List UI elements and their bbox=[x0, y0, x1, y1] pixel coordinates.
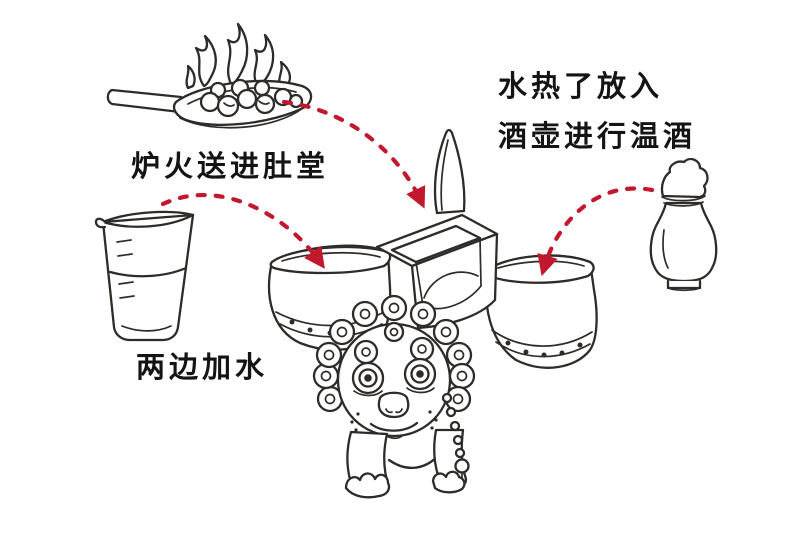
bead-strap bbox=[441, 392, 470, 478]
nose bbox=[377, 391, 410, 419]
label-warm-wine-line2: 酒壶进行温酒 bbox=[498, 121, 697, 153]
wine-jar-icon bbox=[649, 158, 718, 292]
jar-foot bbox=[666, 279, 702, 290]
chest-line bbox=[387, 454, 440, 469]
right-paw bbox=[431, 470, 466, 494]
mouth bbox=[369, 421, 419, 440]
eyes bbox=[351, 357, 437, 397]
forehead-curl bbox=[383, 321, 405, 343]
front-legs bbox=[344, 428, 468, 499]
beast-vessel-illustration bbox=[267, 128, 598, 499]
label-furnace: 炉火送进肚堂 bbox=[131, 151, 330, 183]
arrow-furnace-to-belly bbox=[281, 99, 426, 209]
lion-head bbox=[312, 294, 476, 440]
charcoal-lumps bbox=[199, 78, 304, 118]
whisker-dots bbox=[350, 410, 438, 432]
label-add-water: 两边加水 bbox=[136, 352, 269, 384]
fire-shovel-icon bbox=[106, 22, 313, 129]
vessel-handle-blade bbox=[433, 128, 466, 215]
mane-curls bbox=[312, 294, 476, 413]
jar-body bbox=[649, 201, 718, 283]
right-pot bbox=[484, 254, 598, 369]
measuring-ticks bbox=[116, 239, 135, 299]
brows bbox=[353, 336, 435, 365]
water-beaker-icon bbox=[94, 210, 195, 342]
arrow-water-to-left-pot bbox=[160, 193, 325, 269]
shovel-handle bbox=[106, 88, 184, 114]
arrow-jar-to-right-pot bbox=[537, 186, 655, 277]
jar-cloth-cover bbox=[660, 158, 709, 199]
beaker-spout bbox=[94, 217, 107, 229]
center-belly-opening bbox=[375, 213, 499, 330]
label-warm-wine: 水热了放入 酒壶进行温酒 bbox=[498, 62, 696, 162]
bell-pendant bbox=[454, 458, 470, 474]
right-pot-rivets bbox=[505, 340, 583, 358]
label-warm-wine-line1: 水热了放入 bbox=[498, 71, 664, 103]
left-paw bbox=[344, 472, 391, 499]
water-line bbox=[108, 266, 188, 278]
